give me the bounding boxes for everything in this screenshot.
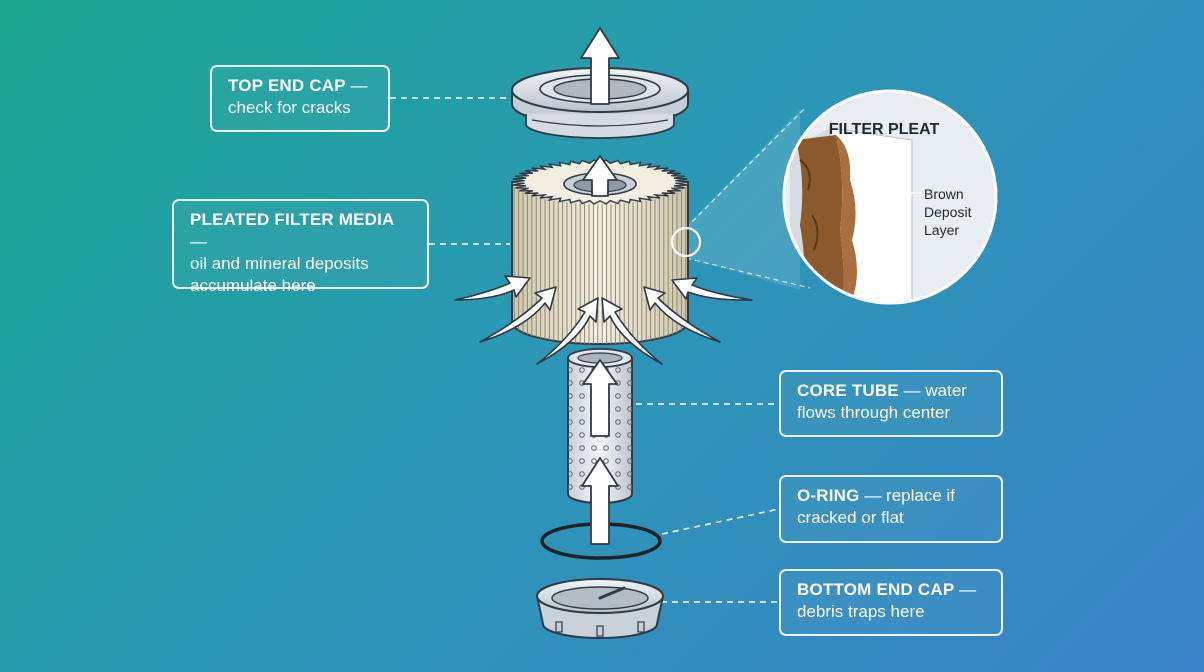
label-top-end-cap: TOP END CAP — check for cracks — [210, 65, 390, 132]
label-pleated-filter-media: PLEATED FILTER MEDIA — oil and mineral d… — [172, 199, 429, 289]
label-desc: debris traps here — [797, 601, 985, 623]
bottom-end-cap — [537, 579, 663, 638]
inset-layer-label-1: Brown — [924, 186, 964, 202]
label-desc: flows through center — [797, 402, 985, 424]
label-title: TOP END CAP — [228, 76, 346, 95]
label-o-ring: O-RING — replace if cracked or flat — [779, 475, 1003, 543]
label-bottom-end-cap: BOTTOM END CAP — debris traps here — [779, 569, 1003, 636]
label-title: BOTTOM END CAP — [797, 580, 954, 599]
label-title: CORE TUBE — [797, 381, 899, 400]
inset-layer-label-3: Layer — [924, 222, 959, 238]
label-desc: oil and mineral deposits accumulate here — [190, 253, 411, 297]
label-title: PLEATED FILTER MEDIA — [190, 210, 395, 229]
label-dash: — — [954, 580, 976, 599]
label-dash: — — [190, 232, 207, 251]
label-core-tube: CORE TUBE — water flows through center — [779, 370, 1003, 437]
label-dash: — replace if — [860, 486, 955, 505]
label-dash: — — [346, 76, 368, 95]
inset-layer-label-2: Deposit — [924, 204, 972, 220]
inset-title: FILTER PLEAT — [829, 121, 940, 138]
label-title: O-RING — [797, 486, 860, 505]
label-dash: — water — [899, 381, 967, 400]
leader-oring — [662, 509, 779, 534]
label-desc: check for cracks — [228, 97, 372, 119]
label-desc: cracked or flat — [797, 507, 985, 529]
